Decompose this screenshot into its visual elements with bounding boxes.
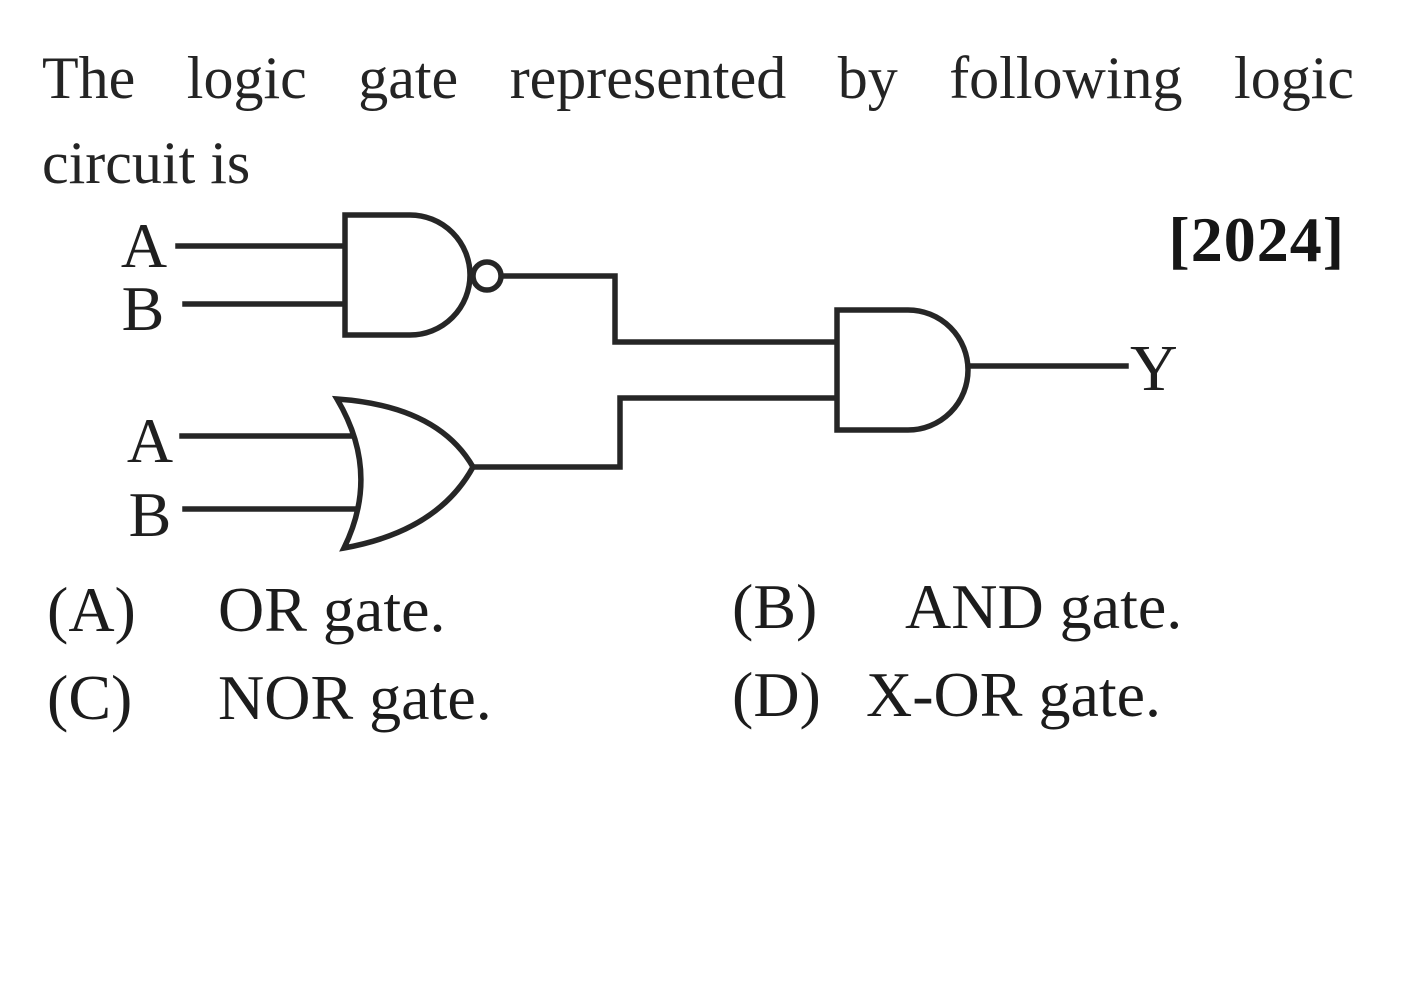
and-gate (834, 307, 971, 433)
nand-gate (342, 212, 473, 338)
option-d-label: (D) (732, 659, 821, 730)
nand-bubble-icon (470, 259, 504, 293)
option-a: (A) OR gate. (47, 573, 446, 647)
option-b-text: AND gate. (905, 571, 1183, 642)
wire-or-to-and (467, 395, 843, 470)
option-d-text: X-OR gate. (866, 659, 1162, 730)
question-line-1: The logic gate represented by following … (42, 45, 1354, 111)
circuit-output-label: Y (1130, 332, 1178, 405)
option-c-label: (C) (47, 662, 133, 733)
question-line-2: circuit is (42, 130, 251, 196)
option-d: (D) X-OR gate. (732, 658, 1161, 732)
or-input-a-label: A (127, 405, 173, 476)
nand-input-a-label: A (121, 210, 167, 281)
option-a-label: (A) (47, 574, 136, 645)
nand-input-b-label: B (122, 273, 165, 344)
or-input-b-label: B (129, 479, 172, 550)
option-c: (C) NOR gate. (47, 661, 492, 735)
option-b-label: (B) (732, 571, 818, 642)
or-gate (331, 395, 477, 552)
option-a-text: OR gate. (218, 574, 446, 645)
year-badge: [2024] (1168, 204, 1345, 275)
question-text: The logic gate represented by following … (42, 36, 1354, 206)
option-c-text: NOR gate. (218, 662, 492, 733)
wire-nand-to-and (498, 273, 843, 345)
option-b: (B) AND gate. (732, 570, 1182, 644)
